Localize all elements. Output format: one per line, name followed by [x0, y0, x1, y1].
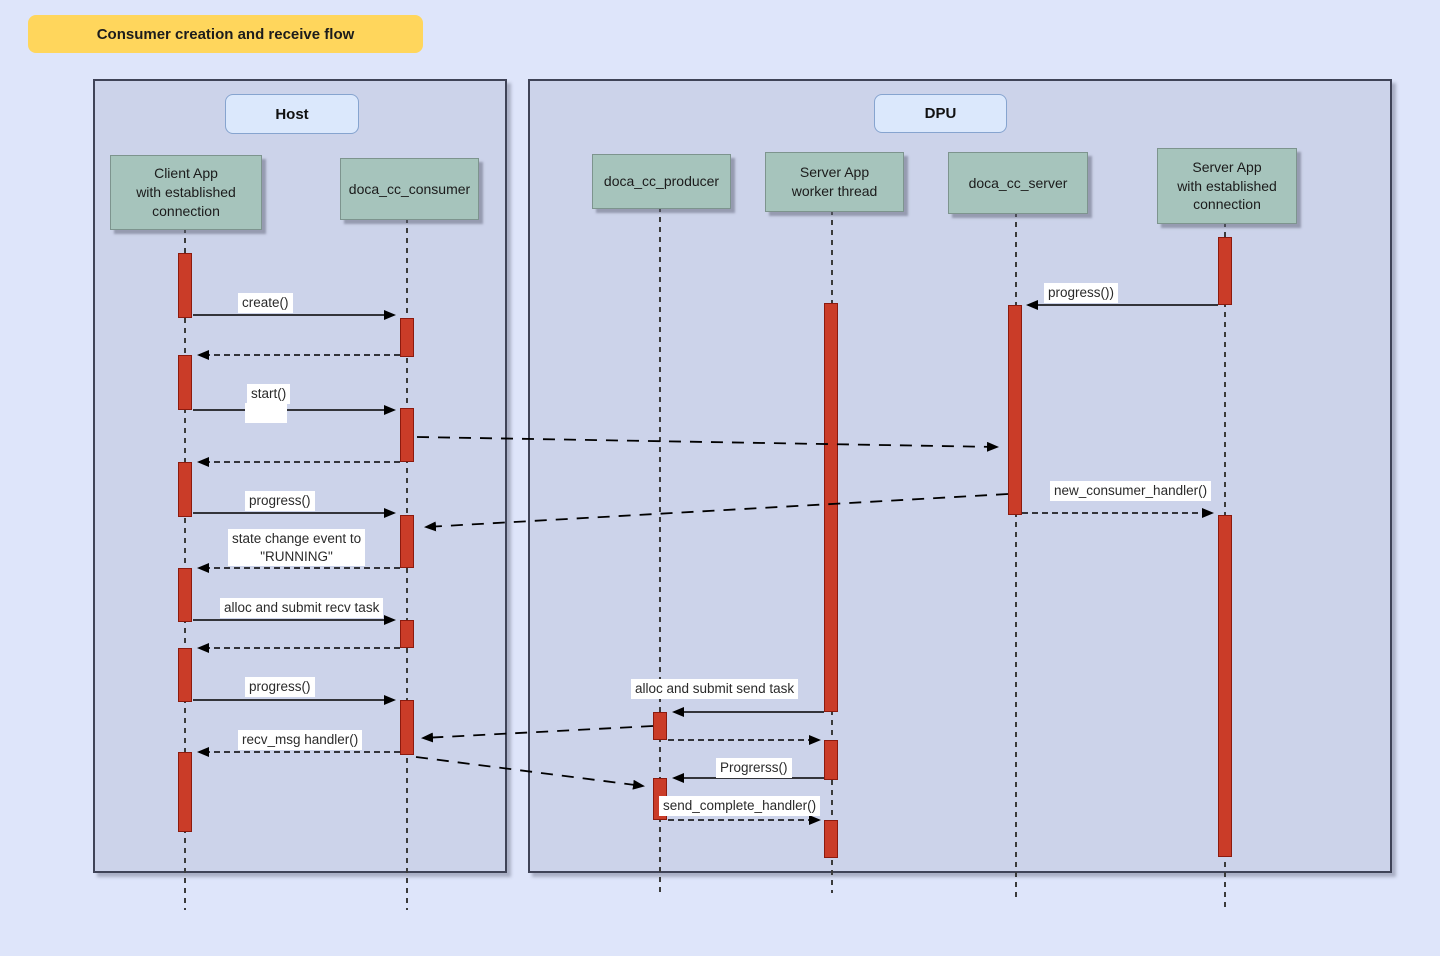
lifeline-box-doca-cc-server-label: doca_cc_server	[968, 174, 1068, 191]
activation-client-2	[178, 355, 192, 410]
label-start: start()	[247, 384, 291, 404]
activation-consumer-4	[400, 620, 414, 648]
label-alloc-send: alloc and submit send task	[631, 679, 799, 699]
lifeline-box-server-app-worker-thread-label: Server App worker thread	[791, 164, 878, 199]
label-recv-msg-handler: recv_msg handler()	[238, 730, 363, 750]
label-new-consumer-handler: new_consumer_handler()	[1050, 481, 1212, 501]
activation-client-4	[178, 568, 192, 622]
label-state-change: state change event to "RUNNING"	[228, 529, 366, 567]
activation-client-6	[178, 752, 192, 832]
label-create: create()	[238, 293, 293, 313]
activation-consumer-5	[400, 700, 414, 755]
activation-client-3	[178, 462, 192, 517]
arrow-server-to-consumer-signal	[424, 493, 1009, 532]
activation-producer-1	[653, 712, 667, 740]
activation-worker-1	[824, 303, 838, 712]
arrow-consumer-to-producer-signal	[415, 756, 645, 790]
lifeline-box-doca-cc-consumer: doca_cc_consumer	[340, 158, 479, 220]
activation-server-1	[1008, 305, 1022, 515]
lifeline-box-doca-cc-server: doca_cc_server	[948, 152, 1088, 214]
lifeline-box-doca-cc-producer: doca_cc_producer	[592, 154, 731, 209]
empty-label-box	[245, 403, 287, 423]
lifeline-box-client-app: Client App with established connection	[110, 155, 262, 230]
arrow-producer-to-consumer-signal	[421, 725, 654, 743]
activation-established-1	[1218, 237, 1232, 305]
label-progrerss: Progrerss()	[716, 758, 792, 778]
activation-established-2	[1218, 515, 1232, 857]
label-alloc-recv: alloc and submit recv task	[220, 598, 384, 618]
activation-consumer-3	[400, 515, 414, 568]
arrow-consumer-to-server-signal	[416, 436, 999, 452]
lifeline-box-server-app-worker-thread: Server App worker thread	[765, 152, 904, 212]
dpu-frame-label: DPU	[874, 94, 1007, 133]
label-progress1: progress()	[245, 491, 315, 511]
label-progress-dpu: progress())	[1044, 283, 1119, 303]
activation-client-1	[178, 253, 192, 318]
activation-worker-3	[824, 820, 838, 858]
activation-client-5	[178, 648, 192, 702]
activation-consumer-2	[400, 408, 414, 462]
label-send-complete-handler: send_complete_handler()	[659, 796, 821, 816]
activation-worker-2	[824, 740, 838, 780]
activation-consumer-1	[400, 318, 414, 357]
host-frame-label: Host	[225, 94, 359, 134]
lifeline-box-server-app-established: Server App with established connection	[1157, 148, 1297, 224]
lifeline-box-client-app-label: Client App with established connection	[136, 165, 236, 219]
lifeline-box-doca-cc-consumer-label: doca_cc_consumer	[348, 180, 471, 197]
lifeline-box-doca-cc-producer-label: doca_cc_producer	[603, 173, 720, 190]
lifeline-box-server-app-established-label: Server App with established connection	[1177, 158, 1277, 213]
diagram-title-badge: Consumer creation and receive flow	[28, 15, 423, 53]
label-progress2: progress()	[245, 677, 315, 697]
